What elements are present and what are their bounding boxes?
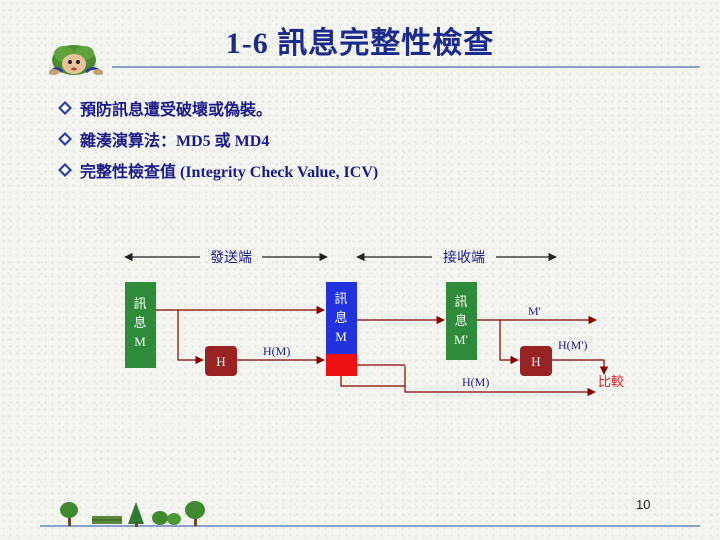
receiver-label: 接收端	[443, 249, 485, 266]
sender-box-char-2: 息	[133, 315, 146, 330]
receiver-hash-input-arrow	[500, 320, 518, 360]
receiver-box-char-1: 訊	[454, 294, 467, 309]
receiver-box-char-3: M'	[454, 332, 468, 347]
receiver-hash-label: H	[531, 354, 540, 369]
transmitted-hash-block	[326, 354, 357, 376]
forwarded-hash-label: H(M)	[462, 375, 489, 389]
middle-box-char-1: 訊	[334, 291, 347, 306]
receiver-hash-output: H(M')	[558, 338, 588, 352]
middle-box-char-3: M	[335, 329, 347, 344]
hash-input-arrow	[178, 310, 203, 360]
page-number: 10	[636, 497, 650, 512]
receiver-box-char-2: 息	[454, 313, 467, 328]
middle-box-char-2: 息	[334, 310, 347, 325]
sender-box-char-1: 訊	[133, 296, 146, 311]
received-message-label: M'	[528, 304, 541, 318]
receiver-hash-output-arrow	[552, 360, 604, 374]
sender-label: 發送端	[210, 250, 252, 266]
sender-hash-label: H	[216, 354, 225, 369]
sender-hash-output: H(M)	[263, 344, 290, 358]
compare-label: 比較	[598, 374, 624, 389]
trees-footer-icon	[56, 498, 216, 528]
sender-box-char-3: M	[134, 334, 146, 349]
